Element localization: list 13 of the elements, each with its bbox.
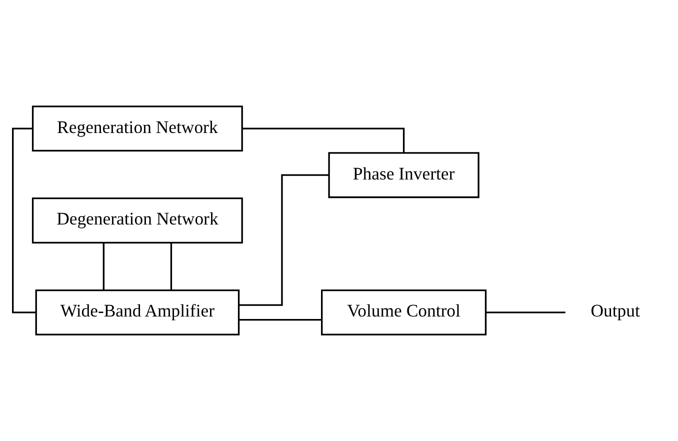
connector — [170, 242, 172, 290]
node-box: Degeneration Network — [32, 198, 243, 244]
node-box: Phase Inverter — [328, 152, 480, 198]
node-box: Wide-Band Amplifier — [35, 289, 240, 336]
connector — [238, 318, 322, 321]
connector — [12, 128, 36, 314]
node-text: Output — [590, 300, 640, 321]
connector — [239, 174, 329, 306]
connector — [102, 242, 104, 290]
connector — [242, 128, 405, 153]
node-box: Regeneration Network — [32, 106, 243, 152]
connector — [486, 312, 566, 314]
node-box: Volume Control — [321, 289, 487, 336]
